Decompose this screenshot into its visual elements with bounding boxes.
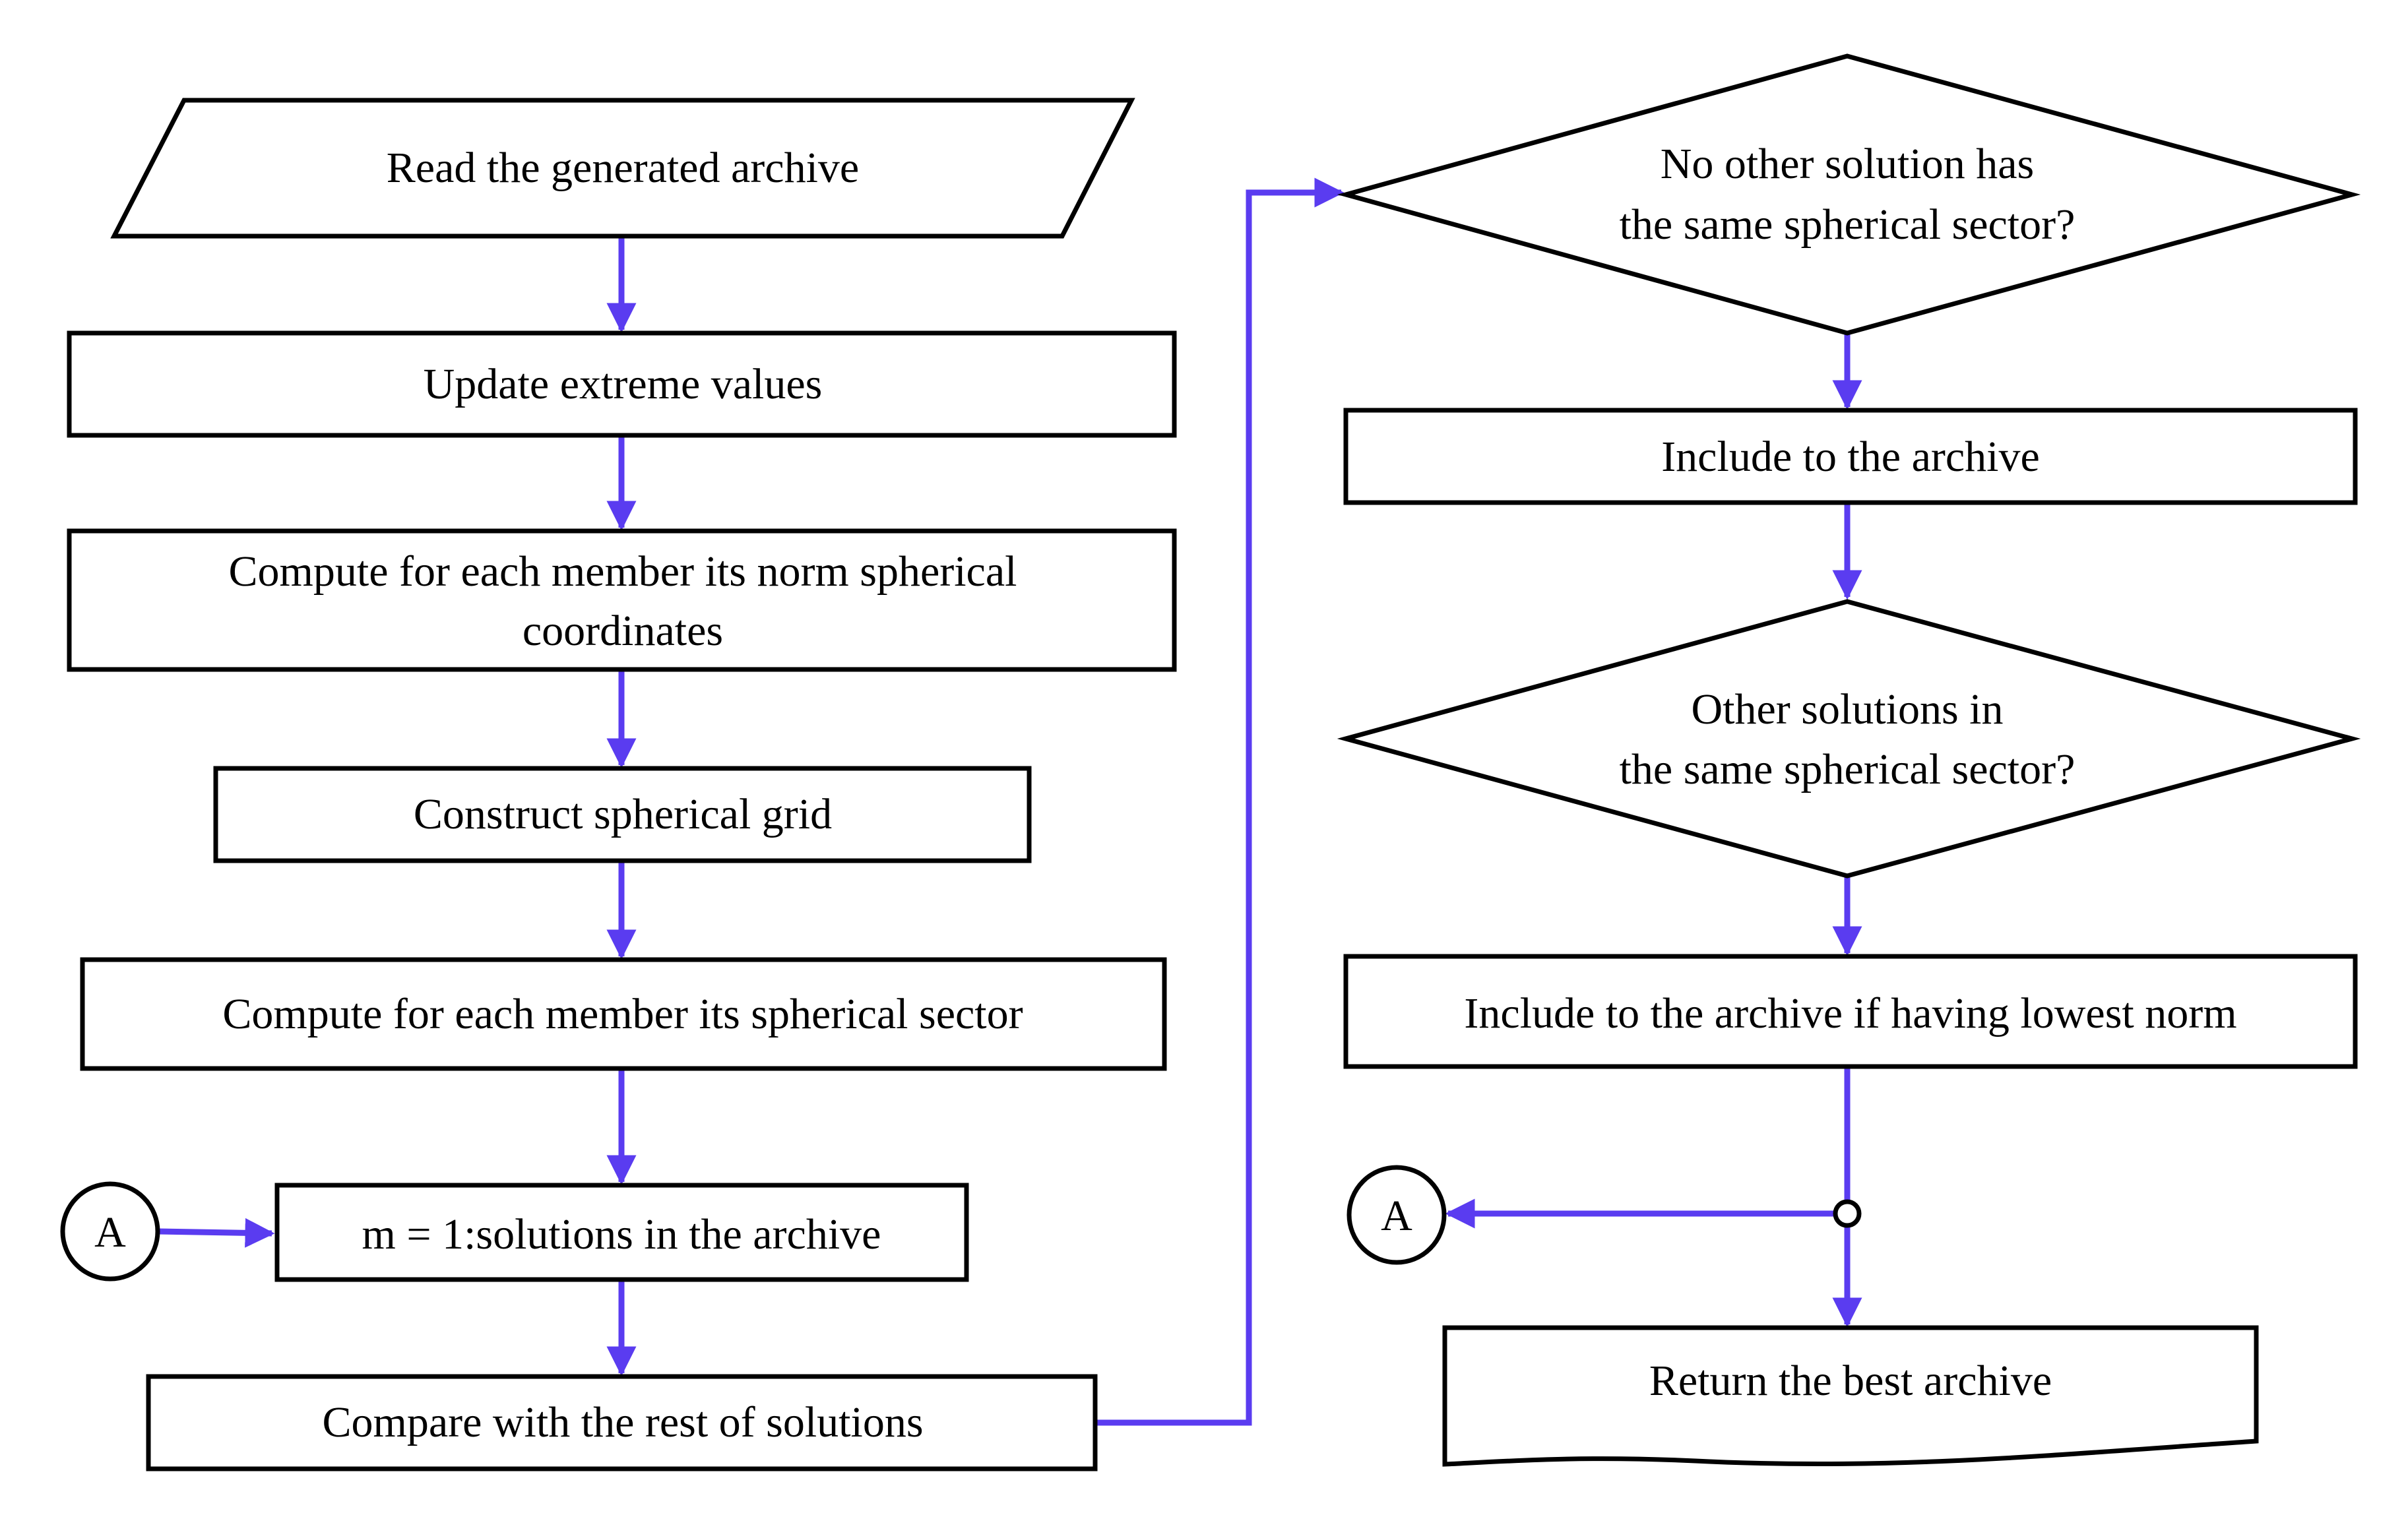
decision2-label-line2: the same spherical sector?: [1620, 745, 2075, 793]
junction-point: [1833, 1199, 1862, 1228]
process-box: [146, 1374, 1098, 1471]
node-compute-coordinates: Compute for each member its norm spheric…: [67, 528, 1177, 672]
compare-label: Compare with the rest of solutions: [322, 1398, 923, 1446]
connectors: [158, 177, 1862, 1426]
decision-diamond: [1337, 53, 2361, 336]
construct-grid-label: Construct spherical grid: [414, 790, 832, 838]
process-box: [213, 766, 1032, 863]
node-update-extremes: Update extreme values: [67, 330, 1177, 438]
parallelogram-shape: [110, 98, 1135, 239]
compute-coords-label-line2: coordinates: [523, 607, 723, 655]
compute-sector-label: Compute for each member its spherical se…: [222, 990, 1023, 1038]
include-lowest-label: Include to the archive if having lowest …: [1464, 989, 2236, 1037]
update-extremes-label: Update extreme values: [424, 360, 823, 408]
decision1-label-line1: No other solution has: [1661, 140, 2034, 188]
node-include: Include to the archive: [1343, 408, 2358, 505]
node-decision-other-solutions: Other solutions in the same spherical se…: [1337, 599, 2361, 879]
connector-circle: [1347, 1165, 1447, 1265]
process-box: [80, 957, 1167, 1071]
node-include-lowest: Include to the archive if having lowest …: [1343, 954, 2358, 1069]
decision1-label-line2: the same spherical sector?: [1620, 201, 2075, 249]
process-box: [1343, 954, 2358, 1069]
compute-coords-label-line1: Compute for each member its norm spheric…: [229, 547, 1017, 596]
connector-a-right: A: [1347, 1165, 1447, 1265]
connector-a-left-label: A: [94, 1208, 126, 1256]
node-compare: Compare with the rest of solutions: [146, 1374, 1098, 1471]
process-box: [1343, 408, 2358, 505]
return-best-label: Return the best archive: [1649, 1357, 2052, 1405]
document-shape: [1442, 1325, 2259, 1467]
connector-circle: [60, 1181, 160, 1282]
read-archive-label: Read the generated archive: [387, 144, 859, 192]
node-compute-sector: Compute for each member its spherical se…: [80, 957, 1167, 1071]
decision2-label-line1: Other solutions in: [1692, 685, 2004, 733]
node-construct-grid: Construct spherical grid: [213, 766, 1032, 863]
loop-label: m = 1:solutions in the archive: [362, 1210, 881, 1258]
connector-a-right-label: A: [1381, 1192, 1412, 1240]
process-box: [67, 330, 1177, 438]
process-box: [67, 528, 1177, 672]
node-return-best: Return the best archive: [1442, 1325, 2259, 1467]
process-box: [274, 1183, 969, 1282]
node-read-archive: Read the generated archive: [110, 98, 1135, 239]
decision-diamond: [1337, 599, 2361, 879]
include-label: Include to the archive: [1661, 433, 2040, 481]
arrow-connector-a-to-loop: [158, 1218, 275, 1248]
arrow-compare-to-decision1: [1095, 177, 1345, 1426]
node-decision-no-other-solution: No other solution has the same spherical…: [1337, 53, 2361, 336]
connector-a-left: A: [60, 1181, 160, 1282]
node-loop: m = 1:solutions in the archive: [274, 1183, 969, 1282]
